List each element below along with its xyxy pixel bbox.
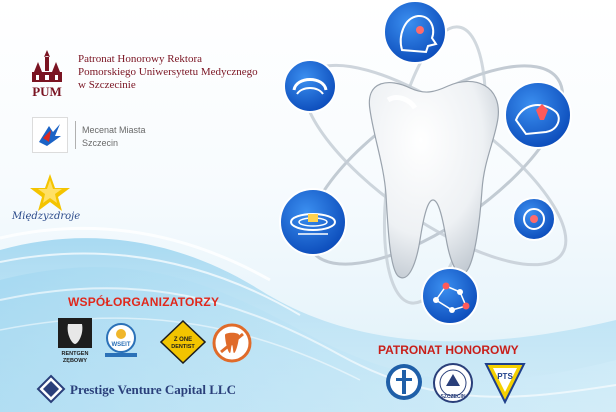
tooth-graphic [368,80,499,279]
pum-line-2: Pomorskiego Uniwersytetu Medycznego [78,66,258,78]
dental-arch-icon [283,59,337,113]
svg-text:ZĘBOWY: ZĘBOWY [63,358,87,364]
radiation-icon [279,188,347,256]
cell-icon [512,197,556,241]
pts-text: PTS [497,372,513,381]
co-organizers-title: WSPÓŁORGANIZATORZY [68,295,220,309]
szczecin-seal-logo: SZCZECIN [433,363,473,403]
miedzyzdroje-text: Międzyzdroje [11,211,80,222]
mecenat-divider [75,121,76,149]
miedzyzdroje-logo: Międzyzdroje [11,174,80,222]
wsbit-logo: WSEIT [105,323,137,357]
pum-line-3: w Szczecinie [78,79,136,91]
pum-crest-logo: PUM [32,50,62,99]
pum-line-1: Patronat Honorowy Rektora [78,53,203,65]
svg-text:Z ONE: Z ONE [174,337,192,343]
pts-logo: PTS [484,363,526,404]
head-xray-icon [383,0,447,64]
pum-logo-text: PUM [32,84,62,99]
mecenat-text: Mecenat Miasta Szczecin [82,124,146,150]
hand-tooth-icon [504,81,572,149]
svg-text:DENTIST: DENTIST [171,344,195,350]
prestige-venture-capital: Prestige Venture Capital LLC [70,382,236,397]
tooth-atom-diagram [279,0,572,325]
mecenat-line-2: Szczecin [82,138,119,148]
honorary-patronage-title: PATRONAT HONOROWY [378,343,519,357]
dental-orange-logo [212,323,252,363]
szczecin-city-logo [32,117,68,153]
mecenat-line-1: Mecenat Miasta [82,125,146,135]
molecule-icon [421,267,479,325]
prestige-emblem-logo [36,374,66,404]
zone-dentist-logo: Z ONE DENTIST [160,320,206,364]
svg-text:RENTGEN: RENTGEN [62,351,89,357]
wsbit-text: WSEIT [112,342,131,348]
pum-patronage-text: Patronat Honorowy Rektora Pomorskiego Un… [78,53,278,92]
rentgen-logo: RENTGEN ZĘBOWY [58,318,92,364]
seal-text: SZCZECIN [441,394,466,400]
medical-society-logo [386,364,422,400]
